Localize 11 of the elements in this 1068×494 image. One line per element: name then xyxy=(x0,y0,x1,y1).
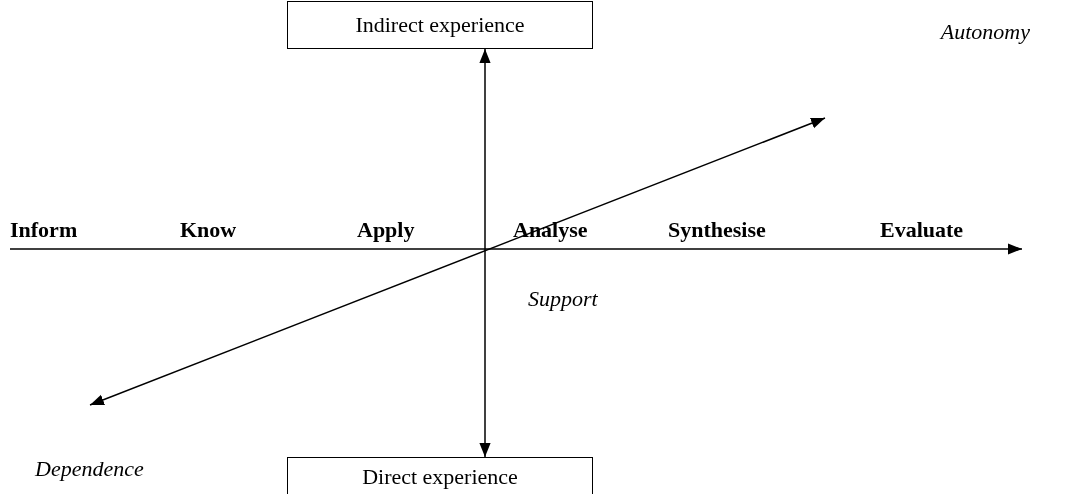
axis-end-label: Dependence xyxy=(35,456,144,482)
axis-end-label: Support xyxy=(528,286,598,312)
text-box: Direct experience xyxy=(287,457,593,494)
axis-label: Evaluate xyxy=(880,217,964,243)
text-box: Indirect experience xyxy=(287,1,593,49)
double-arrow xyxy=(479,48,491,458)
axis-end-label: Autonomy xyxy=(940,19,1030,45)
axis-label: Synthesise xyxy=(668,217,766,243)
axis-label: Inform xyxy=(10,217,78,243)
axis-label: Know xyxy=(180,217,237,243)
axis-label: Apply xyxy=(357,217,415,243)
